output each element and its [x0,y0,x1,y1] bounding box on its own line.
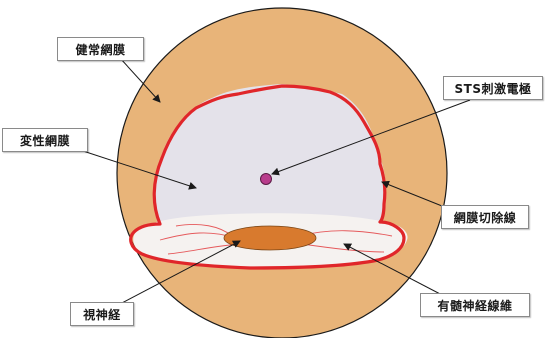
label-healthy-retina: 健常網膜 [57,37,144,61]
optic-disc [224,226,316,250]
label-myelinated-nerve-fibers: 有髄神経線維 [420,293,530,317]
label-retina-incision-line: 網膜切除線 [441,205,529,229]
sts-electrode-dot [261,174,272,185]
label-degenerated-retina: 変性網膜 [2,128,88,152]
label-optic-nerve: 視神経 [70,302,134,326]
label-sts-electrode: STS刺激電極 [443,76,543,100]
